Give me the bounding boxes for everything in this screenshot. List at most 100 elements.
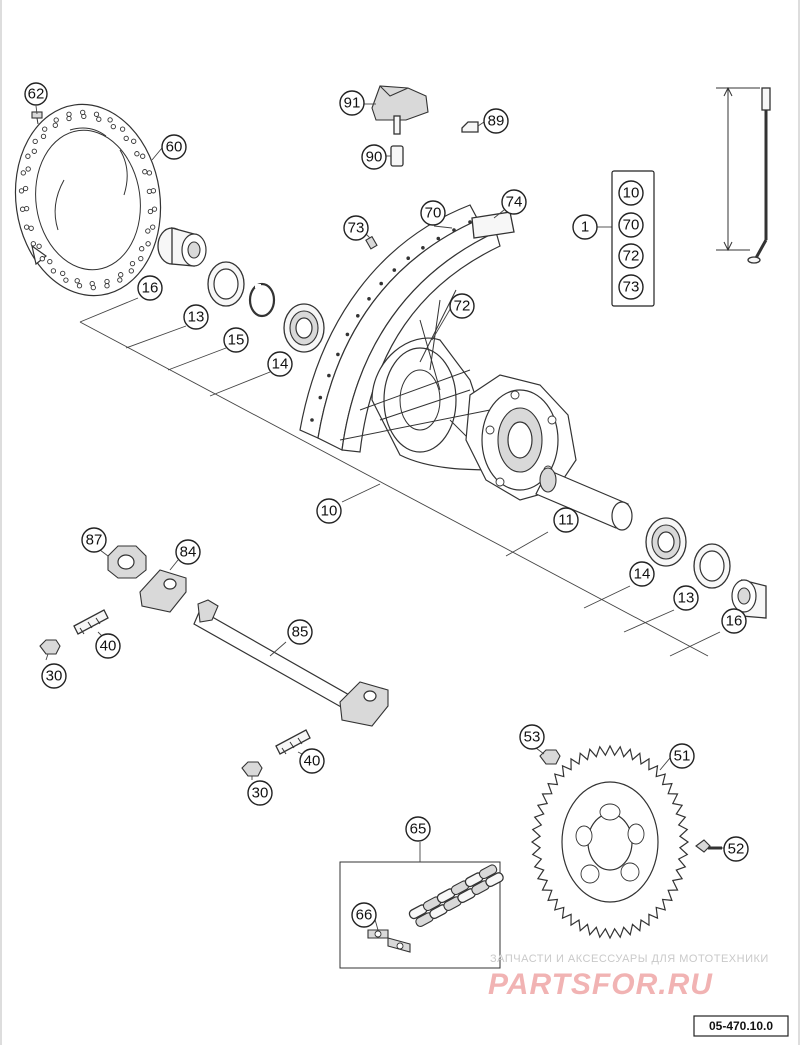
chain-joint-part xyxy=(367,929,411,953)
disc-hole xyxy=(151,206,158,212)
rim-tape-part xyxy=(471,211,515,239)
disc-hole xyxy=(53,117,59,123)
disc-holes xyxy=(18,109,158,291)
disc-hole xyxy=(150,224,156,230)
svg-text:73: 73 xyxy=(348,220,365,237)
brake-disc-part xyxy=(14,103,162,297)
right-seal-part xyxy=(693,543,731,589)
chain-link xyxy=(478,864,498,880)
callout-13-left: 13 xyxy=(183,304,209,330)
right-bearing-part xyxy=(645,517,687,567)
disc-hole xyxy=(74,278,80,284)
disc-hole xyxy=(28,225,34,231)
disc-hole xyxy=(66,115,72,122)
circlip-part xyxy=(248,282,276,318)
svg-text:40: 40 xyxy=(100,638,117,655)
svg-text:13: 13 xyxy=(188,309,205,326)
disc-hole xyxy=(66,111,72,117)
rim-hole xyxy=(318,395,323,400)
svg-text:13: 13 xyxy=(678,590,695,607)
disc-hole xyxy=(96,116,102,122)
disc-hole xyxy=(22,185,29,192)
svg-text:62: 62 xyxy=(28,86,45,103)
disc-hole xyxy=(90,284,96,291)
disc-hole xyxy=(139,246,145,252)
disc-hole xyxy=(104,283,110,289)
watermark-logo: PARTSFOR.RU xyxy=(488,968,713,1001)
callout-91: 91 xyxy=(339,90,365,116)
svg-text:10: 10 xyxy=(623,185,640,202)
callout-13-right: 13 xyxy=(673,585,699,611)
sprocket-part xyxy=(530,744,690,940)
disc-hole xyxy=(60,270,66,277)
callout-16-left: 16 xyxy=(137,275,163,301)
svg-text:1: 1 xyxy=(581,219,589,236)
svg-text:90: 90 xyxy=(366,149,383,166)
svg-text:65: 65 xyxy=(410,821,427,838)
distance-tube-part xyxy=(535,467,633,531)
svg-text:11: 11 xyxy=(558,512,574,529)
svg-text:16: 16 xyxy=(726,613,743,630)
callout-15: 15 xyxy=(223,327,249,353)
callout-70: 70 xyxy=(420,200,446,226)
disc-hole xyxy=(140,153,146,159)
callout-66: 66 xyxy=(351,902,377,928)
axle-nut-part xyxy=(107,545,147,579)
callout-62: 62 xyxy=(24,82,48,106)
callout-51: 51 xyxy=(669,743,695,769)
reference-code-box xyxy=(693,1015,789,1037)
disc-hole xyxy=(63,277,69,283)
rim-hole xyxy=(310,418,314,422)
disc-hole xyxy=(150,188,157,194)
disc-hole xyxy=(76,283,83,289)
disc-hole xyxy=(146,170,153,176)
svg-text:66: 66 xyxy=(356,907,373,924)
callout-14-right: 14 xyxy=(629,561,655,587)
callout-73: 73 xyxy=(343,215,369,241)
svg-text:72: 72 xyxy=(454,298,471,315)
disc-hole xyxy=(52,122,58,128)
disc-hole xyxy=(36,243,42,249)
disc-hole xyxy=(142,169,148,175)
disc-hole xyxy=(119,126,126,132)
adjusting-nut-a-part xyxy=(39,639,61,655)
disc-hole xyxy=(118,272,124,278)
callout-53: 53 xyxy=(519,724,545,750)
svg-text:70: 70 xyxy=(623,217,640,234)
rim-hole xyxy=(379,281,384,286)
svg-text:85: 85 xyxy=(292,624,309,641)
callout-30-lower: 30 xyxy=(247,780,273,806)
disc-hole xyxy=(80,109,86,116)
spoke-nipple-part xyxy=(365,235,378,250)
disc-hole xyxy=(147,208,154,215)
svg-text:72: 72 xyxy=(623,248,640,265)
rim-hole xyxy=(468,220,472,224)
rim-spoke-holes xyxy=(310,220,472,422)
adjusting-screw-b-part xyxy=(275,729,311,755)
disc-hole xyxy=(23,224,30,230)
svg-text:53: 53 xyxy=(524,729,541,746)
adjusting-screw-a-part xyxy=(73,609,109,635)
left-bearing-part xyxy=(283,303,325,353)
callout-40-upper: 40 xyxy=(95,633,121,659)
svg-text:16: 16 xyxy=(142,280,159,297)
disc-hole xyxy=(117,277,123,283)
disc-hole xyxy=(128,268,134,274)
watermark-tagline: ЗАПЧАСТИ И АКСЕССУАРЫ ДЛЯ МОТОТЕХНИКИ xyxy=(490,953,769,965)
disc-hole xyxy=(145,228,151,234)
hub-part xyxy=(371,337,577,501)
svg-text:14: 14 xyxy=(272,356,289,373)
disc-hole xyxy=(107,117,113,123)
callout-60: 60 xyxy=(161,134,187,160)
disc-hole xyxy=(20,170,26,176)
disc-hole xyxy=(39,256,45,262)
svg-text:87: 87 xyxy=(86,532,103,549)
disc-hole xyxy=(50,268,57,274)
callout-40-lower: 40 xyxy=(299,748,325,774)
svg-text:30: 30 xyxy=(252,785,269,802)
rim-hole xyxy=(406,256,411,261)
callout-85: 85 xyxy=(287,619,313,645)
reference-code: 05-470.10.0 xyxy=(709,1019,773,1033)
callout-14-left: 14 xyxy=(267,351,293,377)
disc-hole xyxy=(129,260,136,267)
